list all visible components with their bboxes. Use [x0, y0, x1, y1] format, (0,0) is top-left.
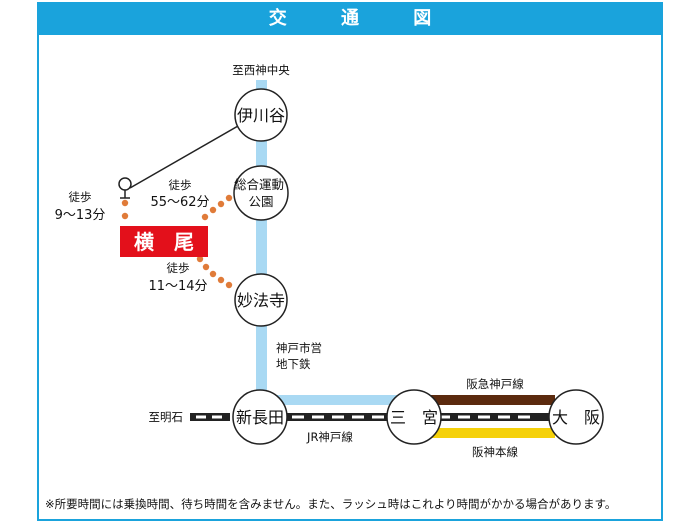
metro-line-label: 神戸市営 地下鉄	[276, 341, 326, 371]
hanshin-line-label: 阪神本線	[472, 445, 518, 459]
direction-label-akashi: 至明石	[149, 410, 184, 424]
station-name: 伊川谷	[237, 106, 285, 125]
station-ikawadani: 伊川谷	[234, 88, 288, 142]
station-name: 妙法寺	[237, 291, 285, 310]
station-name: 新長田	[236, 408, 284, 427]
jr-line-east	[430, 413, 555, 421]
walk-time: 9〜13分	[55, 208, 106, 223]
station-sogo-undo-koen: 総合運動 公園	[233, 165, 289, 221]
walk-label: 徒歩	[167, 261, 190, 275]
page-title: 交 通 図	[268, 8, 456, 29]
location-name: 横 尾	[134, 230, 194, 254]
jr-line	[285, 413, 390, 421]
station-sannomiya: 三 宮	[386, 389, 442, 445]
metro-line	[256, 80, 267, 400]
hankyu-line	[430, 395, 555, 405]
location-pin-icon	[118, 177, 132, 199]
station-osaka: 大 阪	[548, 389, 604, 445]
direction-label-seishin: 至西神中央	[232, 63, 290, 77]
walk-label: 徒歩	[69, 190, 92, 204]
connector-line	[129, 125, 239, 189]
station-shin-nagata: 新長田	[232, 389, 288, 445]
walk-label: 徒歩	[169, 178, 192, 192]
walk-time: 11〜14分	[148, 279, 207, 294]
metro-line-east	[262, 395, 412, 405]
location-box	[120, 226, 208, 257]
jr-line-label: JR神戸線	[306, 430, 353, 444]
station-myohoji: 妙法寺	[234, 273, 288, 327]
station-name: 大 阪	[552, 408, 600, 427]
jr-line-west	[190, 413, 230, 421]
hankyu-line-label: 阪急神戸線	[466, 377, 524, 391]
hanshin-line	[430, 428, 555, 438]
header-bar: 交 通 図	[37, 2, 663, 35]
station-name: 三 宮	[390, 408, 438, 427]
walk-time: 55〜62分	[150, 195, 209, 210]
station-name: 総合運動 公園	[234, 177, 288, 209]
footnote: ※所要時間には乗換時間、待ち時間を含みません。また、ラッシュ時はこれより時間がか…	[45, 497, 617, 511]
walk-route-dots	[121, 194, 233, 289]
